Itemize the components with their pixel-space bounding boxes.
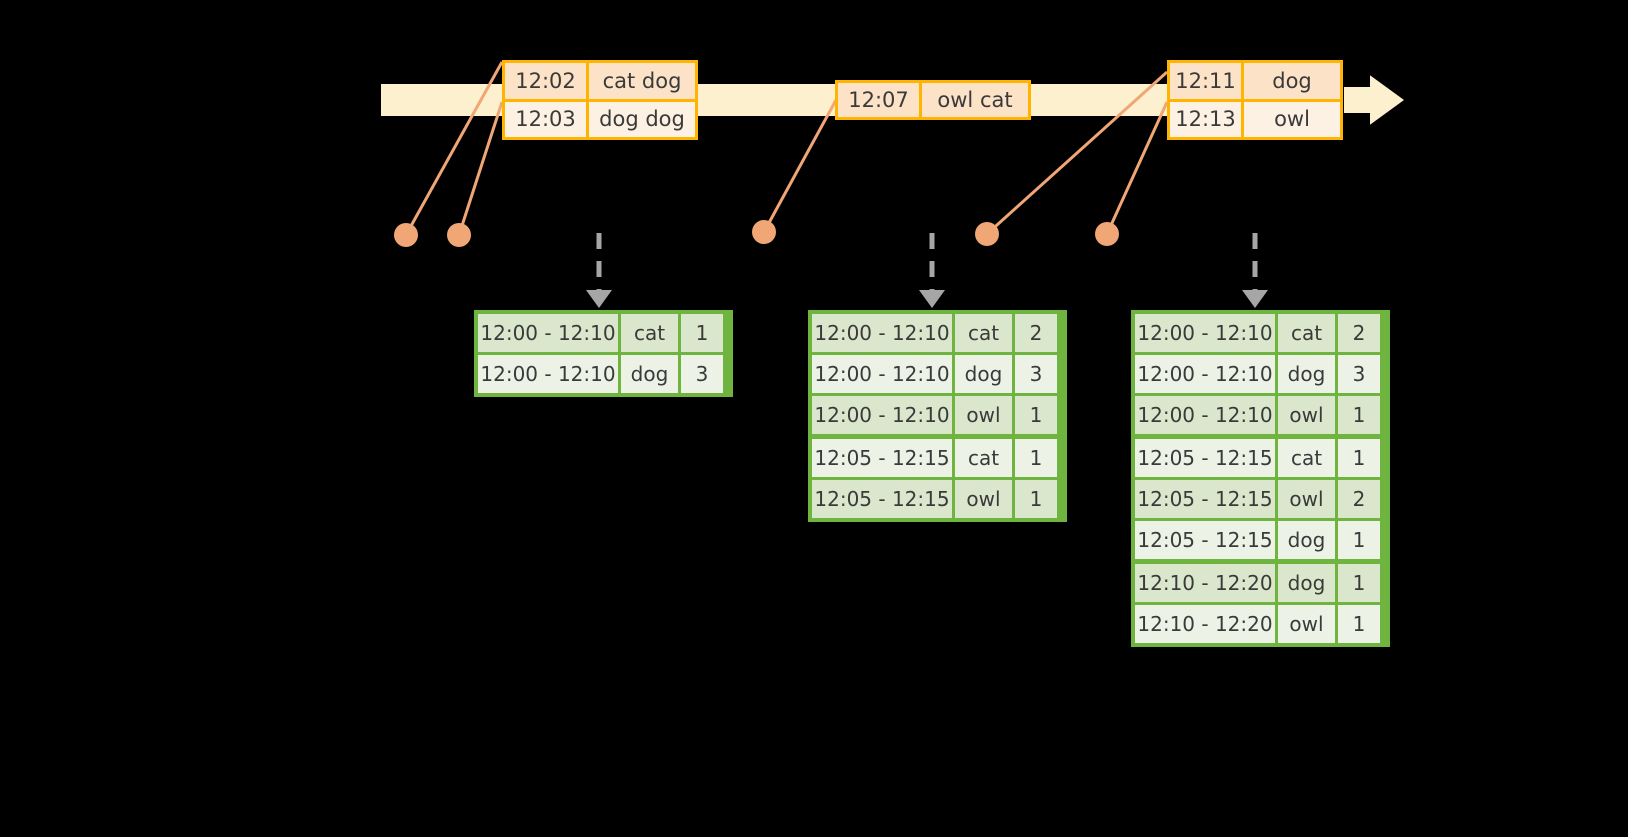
flow-arrow-1-head-icon (586, 290, 612, 308)
key-cell: cat (1278, 314, 1338, 352)
count-cell: 2 (1338, 480, 1380, 518)
window-cell: 12:00 - 12:10 (478, 314, 621, 352)
flow-arrow-2-head-icon (919, 290, 945, 308)
key-cell: dog (955, 355, 1015, 393)
key-cell: cat (955, 439, 1015, 477)
count-cell: 2 (1338, 314, 1380, 352)
key-cell: cat (621, 314, 681, 352)
count-cell: 1 (1338, 439, 1380, 477)
count-cell: 1 (681, 314, 723, 352)
key-cell: owl (1278, 396, 1338, 434)
window-cell: 12:00 - 12:10 (1135, 396, 1278, 434)
window-cell: 12:10 - 12:20 (1135, 564, 1278, 602)
connector-5-line (1105, 101, 1169, 235)
count-cell: 1 (1015, 396, 1057, 434)
connector-3-dot[interactable] (752, 220, 776, 244)
connector-2-dot[interactable] (447, 223, 471, 247)
flow-arrow-3-head-icon (1242, 290, 1268, 308)
key-cell: cat (955, 314, 1015, 352)
event-timestamp: 12:11 (1170, 63, 1244, 99)
event-words: owl (1244, 101, 1340, 137)
key-cell: dog (1278, 355, 1338, 393)
key-cell: dog (621, 355, 681, 393)
event-timestamp: 12:02 (505, 63, 589, 99)
key-cell: cat (1278, 439, 1338, 477)
connector-group (404, 61, 1169, 236)
connector-5-dot[interactable] (1095, 222, 1119, 246)
window-cell: 12:00 - 12:10 (812, 396, 955, 434)
window-cell: 12:00 - 12:10 (1135, 314, 1278, 352)
connector-3-line (762, 99, 838, 233)
count-cell: 1 (1338, 605, 1380, 643)
window-cell: 12:10 - 12:20 (1135, 605, 1278, 643)
count-cell: 1 (1338, 564, 1380, 602)
event-timestamp: 12:03 (505, 101, 589, 137)
count-cell: 3 (681, 355, 723, 393)
count-cell: 3 (1338, 355, 1380, 393)
window-cell: 12:00 - 12:10 (478, 355, 621, 393)
connector-4-line (985, 70, 1169, 236)
event-timestamp: 12:13 (1170, 101, 1244, 137)
connector-1-line (404, 61, 504, 236)
window-cell: 12:05 - 12:15 (1135, 480, 1278, 518)
key-cell: owl (1278, 480, 1338, 518)
flow-arrow-group (586, 233, 1268, 308)
window-cell: 12:05 - 12:15 (1135, 521, 1278, 559)
count-cell: 3 (1015, 355, 1057, 393)
event-timestamp: 12:07 (838, 83, 922, 117)
count-cell: 1 (1015, 439, 1057, 477)
window-cell: 12:00 - 12:10 (1135, 355, 1278, 393)
key-cell: dog (1278, 564, 1338, 602)
event-words: owl cat (922, 83, 1028, 117)
event-words: cat dog (589, 63, 695, 99)
timeline-arrow-head-icon (1344, 75, 1404, 125)
key-cell: owl (1278, 605, 1338, 643)
window-cell: 12:00 - 12:10 (812, 314, 955, 352)
window-cell: 12:05 - 12:15 (812, 480, 955, 518)
window-cell: 12:05 - 12:15 (1135, 439, 1278, 477)
count-cell: 1 (1015, 480, 1057, 518)
window-cell: 12:00 - 12:10 (812, 355, 955, 393)
key-cell: owl (955, 480, 1015, 518)
count-cell: 2 (1015, 314, 1057, 352)
event-words: dog dog (589, 101, 695, 137)
connector-4-dot[interactable] (975, 222, 999, 246)
connector-1-dot[interactable] (394, 223, 418, 247)
timeline-graphics (381, 61, 1404, 308)
connector-2-line (457, 101, 504, 236)
window-cell: 12:05 - 12:15 (812, 439, 955, 477)
key-cell: dog (1278, 521, 1338, 559)
count-cell: 1 (1338, 396, 1380, 434)
event-words: dog (1244, 63, 1340, 99)
connector-dot-group (394, 220, 1119, 247)
key-cell: owl (955, 396, 1015, 434)
count-cell: 1 (1338, 521, 1380, 559)
